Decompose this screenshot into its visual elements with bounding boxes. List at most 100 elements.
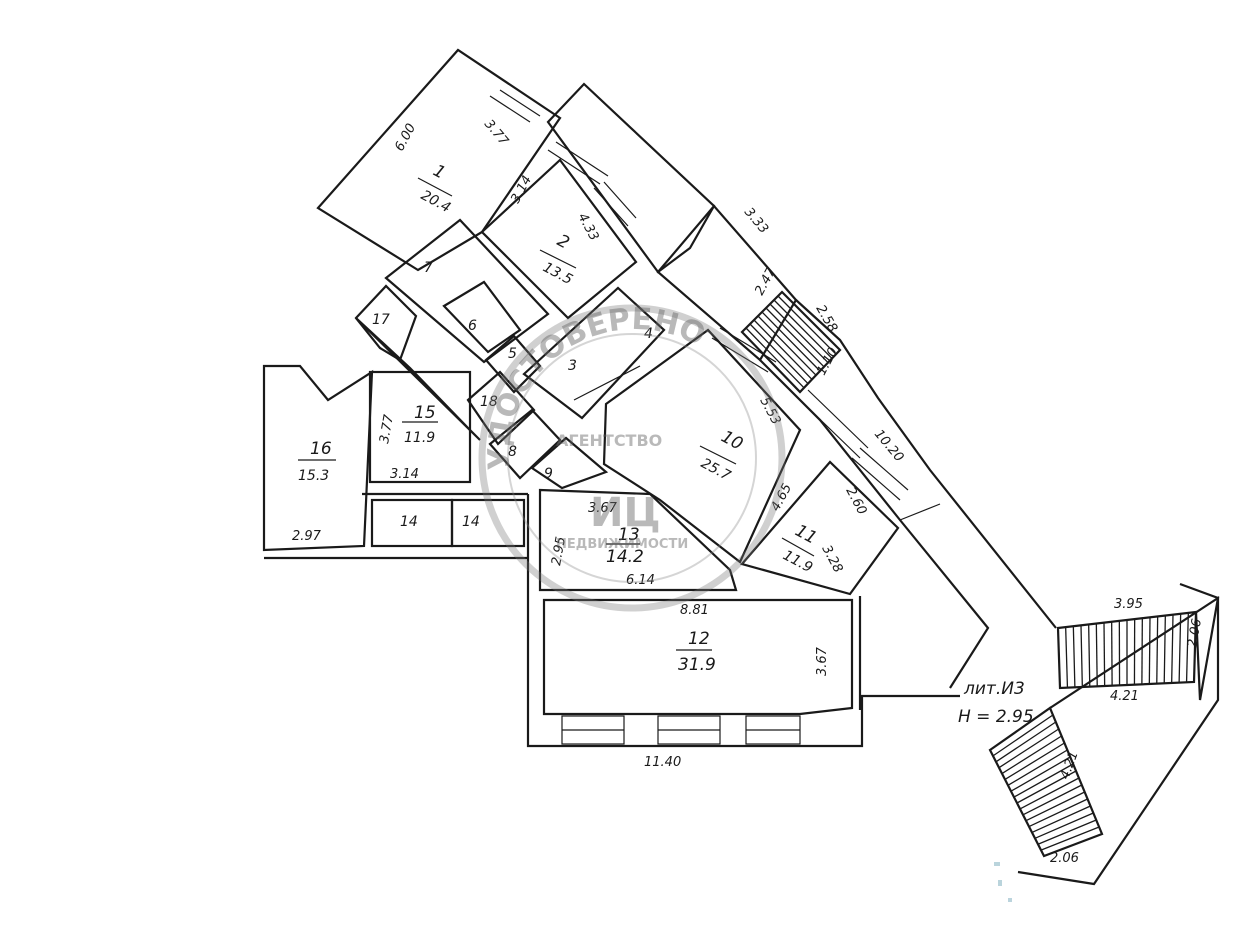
- svg-text:НЕДВИЖИМОСТИ: НЕДВИЖИМОСТИ: [556, 537, 688, 552]
- svg-text:11.9: 11.9: [404, 430, 435, 446]
- stair-tread: [1080, 625, 1083, 688]
- wall-room-7: [384, 218, 550, 364]
- stair-tread: [1040, 826, 1100, 851]
- dim-8-81: 8.81: [680, 603, 709, 618]
- room-label-14a: 14: [400, 514, 418, 530]
- wall-room-1: [316, 48, 562, 272]
- stair-tread: [1022, 784, 1083, 816]
- svg-text:31.9: 31.9: [678, 655, 716, 675]
- stair-tread: [769, 303, 829, 364]
- dim-3-77-left: 3.77: [377, 413, 397, 445]
- svg-text:ИЦ: ИЦ: [590, 490, 661, 536]
- room-label-7: 7: [424, 260, 433, 276]
- dim-6-00: 6.00: [392, 121, 419, 154]
- room-label-16: 16 15.3: [298, 439, 336, 484]
- svg-text:16: 16: [310, 439, 332, 459]
- stair-tread: [1185, 612, 1189, 683]
- dim-6-14: 6.14: [626, 573, 655, 588]
- dim-2-06-lower: 2.06: [1050, 851, 1079, 866]
- stair-lower: [988, 595, 1220, 886]
- wall-inner-diagonal: [759, 359, 990, 689]
- building-label: лит.И3: [963, 679, 1025, 699]
- dim-3-14-left: 3.14: [390, 467, 419, 482]
- wall-upper-corridor: [546, 82, 716, 274]
- stair-tread: [1019, 777, 1080, 810]
- wall-room-13: [538, 488, 738, 592]
- room-label-4: 4: [644, 326, 653, 342]
- stair-tread: [1016, 770, 1077, 804]
- stair-tread: [753, 319, 813, 380]
- dim-3-77-top: 3.77: [481, 117, 512, 149]
- svg-text:13.5: 13.5: [540, 259, 575, 288]
- svg-text:12: 12: [688, 629, 710, 649]
- room-label-13: 13 14.2: [606, 525, 644, 567]
- wall-room-3-4: [522, 286, 666, 420]
- stair-tread: [1007, 749, 1068, 786]
- dim-2-97: 2.97: [292, 529, 322, 544]
- stair-right-entrance: [1056, 582, 1220, 701]
- dim-1-10: 1.10: [814, 345, 841, 378]
- stair-tread: [757, 315, 817, 376]
- wall-room-8: [488, 408, 562, 480]
- stair-tread: [765, 307, 825, 368]
- room-label-1: 1 20.4: [417, 161, 453, 216]
- wall-room-18: [466, 370, 536, 446]
- dim-2-06-right: 2.06: [1185, 618, 1205, 649]
- room-label-5: 5: [508, 346, 517, 362]
- room-label-10: 10 25.7: [698, 427, 746, 484]
- stair-tread: [1013, 763, 1074, 798]
- svg-text:АГЕНТСТВО: АГЕНТСТВО: [556, 431, 662, 450]
- wall-room-9: [530, 436, 609, 490]
- svg-text:1: 1: [430, 161, 449, 184]
- stair-tread: [1072, 626, 1076, 688]
- stair-tread: [761, 311, 821, 372]
- dim-2-60: 2.60: [842, 485, 869, 518]
- wall-room-6: [442, 280, 522, 354]
- wall-room-11: [740, 460, 900, 596]
- svg-text:14.2: 14.2: [606, 547, 644, 567]
- svg-text:15.3: 15.3: [298, 468, 329, 484]
- svg-text:20.4: 20.4: [418, 187, 453, 216]
- stair-tread: [1088, 624, 1091, 687]
- dim-4-21-right: 4.21: [1110, 689, 1139, 704]
- svg-text:13: 13: [618, 525, 640, 545]
- stair-tread: [1065, 627, 1069, 688]
- dim-4-33: 4.33: [574, 211, 601, 244]
- dim-3-33: 3.33: [741, 205, 771, 237]
- stair-tread: [1148, 617, 1151, 685]
- stair-tread: [1178, 613, 1182, 683]
- wall-room-12: [542, 598, 854, 716]
- stair-tread: [777, 295, 837, 355]
- stair-tread: [992, 714, 1054, 757]
- dim-3-67-mid: 3.67: [588, 501, 618, 516]
- wall-room-5: [484, 334, 542, 394]
- svg-text:10: 10: [718, 427, 746, 455]
- dim-3-95: 3.95: [1114, 597, 1143, 612]
- height-label: H = 2.95: [958, 707, 1034, 727]
- svg-text:11: 11: [792, 521, 820, 549]
- room-label-3: 3: [568, 358, 577, 374]
- stair-tread: [749, 323, 809, 385]
- stair-tread: [1031, 805, 1091, 834]
- wall-room-10: [602, 328, 802, 564]
- room-label-11: 11 11.9: [780, 521, 820, 576]
- stair-tread: [1171, 614, 1174, 684]
- wall-room-17: [354, 284, 418, 362]
- stair-tread: [1034, 812, 1094, 839]
- stair-tread: [995, 721, 1057, 763]
- wall-room-2: [480, 158, 638, 320]
- svg-text:11.9: 11.9: [780, 547, 815, 576]
- svg-text:15: 15: [414, 403, 436, 423]
- stair-tread: [1163, 615, 1166, 684]
- stair-tread: [1010, 756, 1071, 792]
- dim-11-40: 11.40: [644, 755, 681, 770]
- stair-tread: [1025, 791, 1085, 822]
- stair-tread: [1037, 819, 1097, 845]
- room-label-12: 12 31.9: [676, 629, 716, 675]
- stair-tread: [998, 728, 1060, 769]
- stair-tread: [745, 327, 805, 389]
- room-label-2: 2 13.5: [539, 231, 577, 288]
- dim-2-47: 2.47: [752, 265, 779, 298]
- stair-tread: [1103, 622, 1106, 687]
